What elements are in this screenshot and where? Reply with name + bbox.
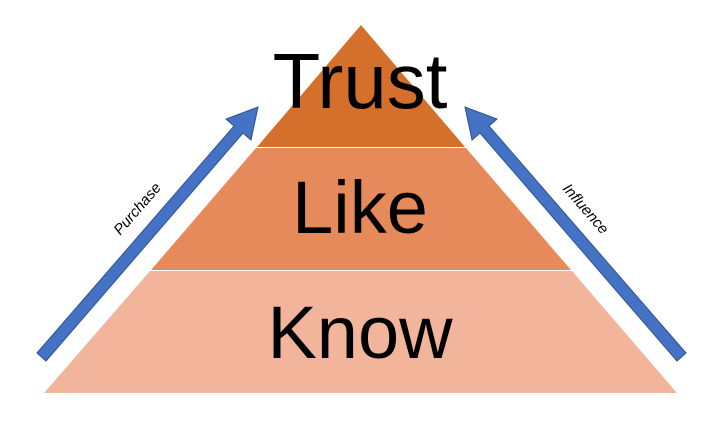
tier-know [44, 271, 677, 393]
purchase-arrow-icon [36, 106, 259, 362]
tier-know-label: Know [267, 291, 453, 374]
tier-trust-label: Trust [273, 37, 448, 125]
tier-trust [257, 25, 465, 147]
tier-like [151, 148, 571, 270]
tier-like-label: Like [292, 166, 428, 249]
influence-arrow-icon [464, 106, 687, 362]
